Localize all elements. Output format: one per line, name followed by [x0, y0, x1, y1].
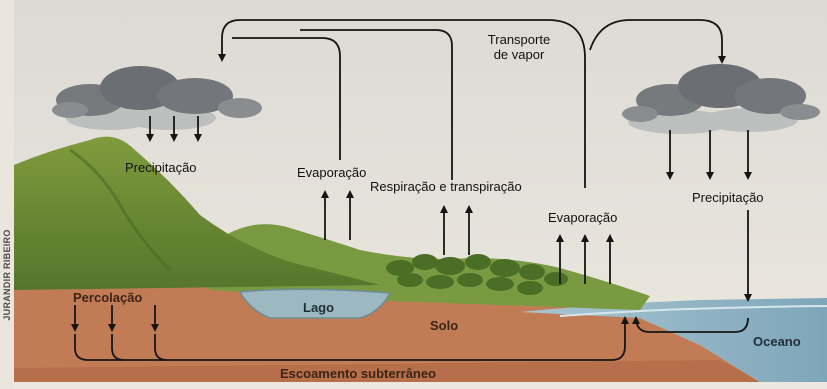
vapor-transport-arrows — [218, 19, 726, 188]
soil-dark-band — [14, 360, 760, 382]
vapor-transport-arrow-right — [589, 19, 726, 64]
soil-label: Solo — [430, 318, 458, 333]
transport-label-line1: Transporte — [488, 32, 550, 47]
evaporation-label-ocean: Evaporação — [548, 210, 617, 225]
evaporation-arrows-ocean — [556, 234, 614, 284]
cloud-right — [622, 64, 820, 134]
groundwater-flow — [71, 305, 749, 361]
lake — [238, 288, 392, 319]
ocean-wave — [559, 305, 827, 317]
groundwater-branch-1 — [111, 334, 125, 361]
ocean-label: Oceano — [753, 334, 801, 349]
evaporation-label-land: Evaporação — [297, 165, 366, 180]
groundwater-branch-2 — [154, 334, 168, 361]
percolation-label: Percolação — [73, 290, 142, 305]
vapor-riser-1 — [232, 37, 341, 160]
vapor-transport-arrow-left — [218, 19, 586, 188]
groundwater-label: Escoamento subterrâneo — [280, 366, 436, 381]
precipitation-arrows-left — [146, 116, 202, 142]
ocean — [520, 298, 827, 382]
lake-label: Lago — [303, 300, 334, 315]
precipitation-label-right: Precipitação — [692, 190, 764, 205]
groundwater-path — [74, 316, 629, 361]
cloud-left — [52, 66, 262, 130]
mountain-ridge — [69, 148, 172, 272]
soil-layer — [14, 280, 760, 382]
respiration-arrows — [440, 205, 473, 255]
evaporation-arrows-land — [321, 190, 354, 240]
mountain — [14, 136, 380, 290]
ocean-return-arrow — [632, 316, 749, 333]
trees — [386, 254, 568, 295]
transport-label-line2: de vapor — [494, 47, 545, 62]
precipitation-arrows-right — [666, 130, 752, 302]
precipitation-label-left: Precipitação — [125, 160, 197, 175]
vapor-riser-2 — [300, 29, 453, 180]
respiration-label: Respiração e transpiração — [370, 179, 522, 194]
